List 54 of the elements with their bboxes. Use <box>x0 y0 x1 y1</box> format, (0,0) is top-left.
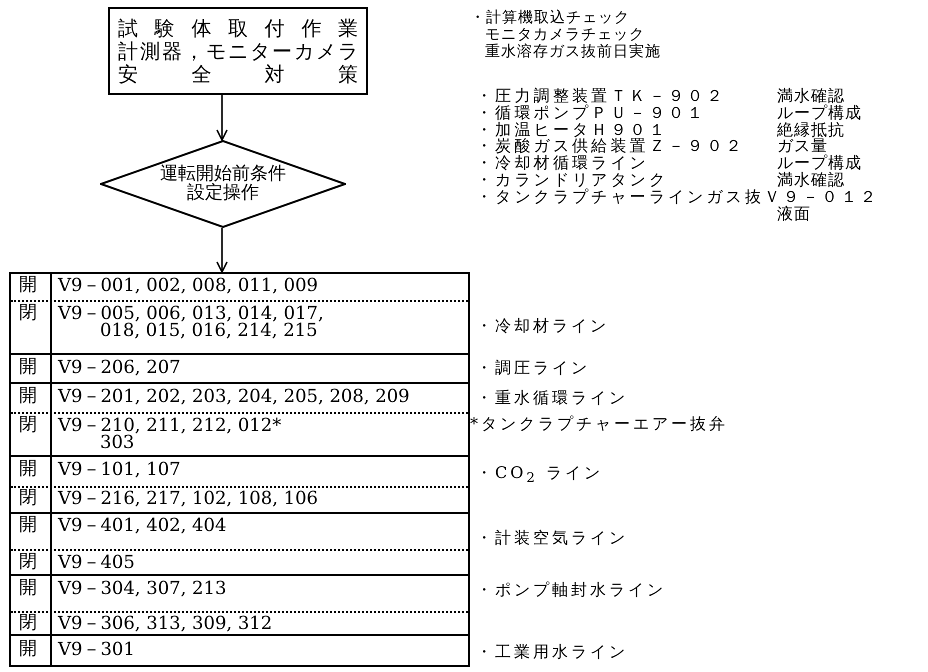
arrow <box>216 95 228 141</box>
status-text: 開 <box>19 460 37 479</box>
valve-list: V9－304, 307, 213 <box>58 580 226 599</box>
valve-list: V9－206, 207 <box>58 359 181 378</box>
checklist-status: 満水確認 <box>777 88 845 105</box>
line-note: ・調圧ライン <box>476 360 590 377</box>
status-text: 開 <box>19 579 37 598</box>
checklist-status: ループ構成 <box>777 104 862 122</box>
note-text: ・計算機取込チェック <box>470 10 630 26</box>
process-box: 試験体取付作業 計測器，モニターカメラ 安全対策 <box>108 7 368 95</box>
valve-list: V9－216, 217, 102, 108, 106 <box>58 490 318 509</box>
checklist-item: ・圧力調整装置ＴＫ－９０２ <box>476 88 726 105</box>
checklist-status: 絶縁抵抗 <box>777 122 845 138</box>
status-text: 開 <box>19 276 37 295</box>
checklist-status: ガス量 <box>777 138 828 156</box>
note-text: 重水溶存ガス抜前日実施 <box>485 44 661 60</box>
line-note: ・CO$_{2}$ ライン <box>476 465 603 486</box>
valve-list: V9－001, 002, 008, 011, 009 <box>58 277 318 296</box>
status-text: 閉 <box>19 614 37 633</box>
line-note: ・重水循環ライン <box>476 390 628 407</box>
checklist-status: ループ構成 <box>777 155 862 172</box>
line-note: ・工業用水ライン <box>476 644 628 661</box>
valve-list: V9－201, 202, 203, 204, 205, 208, 209 <box>58 388 410 407</box>
status-text: 開 <box>19 358 37 377</box>
valve-list: V9－301 <box>58 641 135 660</box>
checklist-item: ・炭酸ガス供給装置Ｚ－９０２ <box>476 138 745 156</box>
status-text: 開 <box>19 640 37 659</box>
checklist-item: ・加温ヒータＨ９０１ <box>476 122 668 138</box>
checklist-item: ・冷却材循環ライン <box>476 155 649 172</box>
note-text: モニタカメラチェック <box>485 27 645 43</box>
decision-diamond: 運転開始前条件設定操作 <box>100 140 346 228</box>
status-text: 閉 <box>19 489 37 508</box>
line-note: ・ポンプ軸封水ライン <box>476 582 666 599</box>
line-note: ・計装空気ライン <box>476 530 628 547</box>
checklist-item: ・循環ポンプＰＵ－９０１ <box>476 104 706 122</box>
status-text: 閉 <box>19 304 37 323</box>
valve-list: V9－401, 402, 404 <box>58 517 226 536</box>
arrow <box>216 228 228 273</box>
checklist-item: ・カランドリアタンク <box>476 172 668 189</box>
valve-list: V9－306, 313, 309, 312 <box>58 615 272 634</box>
status-text: 閉 <box>19 553 37 572</box>
valve-list: V9－005, 006, 013, 014, 017, 018, 015, 016, 214, 215 <box>58 305 346 340</box>
checklist-status: 液面 <box>777 206 811 222</box>
line-note: ・冷却材ライン <box>476 318 609 335</box>
status-text: 開 <box>19 387 37 406</box>
checklist-status: 満水確認 <box>777 172 845 189</box>
checklist-item: ・タンクラプチャーラインガス抜Ｖ９－０１２ <box>476 188 880 206</box>
valve-list: V9－101, 107 <box>58 461 181 480</box>
valve-list: V9－210, 211, 212, 012* 303 <box>58 417 303 452</box>
valve-list: V9－405 <box>58 554 135 573</box>
status-text: 開 <box>19 516 37 535</box>
status-text: 閉 <box>19 416 37 435</box>
line-note: *タンクラプチャーエアー抜弁 <box>470 416 728 433</box>
valve-table <box>9 272 470 667</box>
